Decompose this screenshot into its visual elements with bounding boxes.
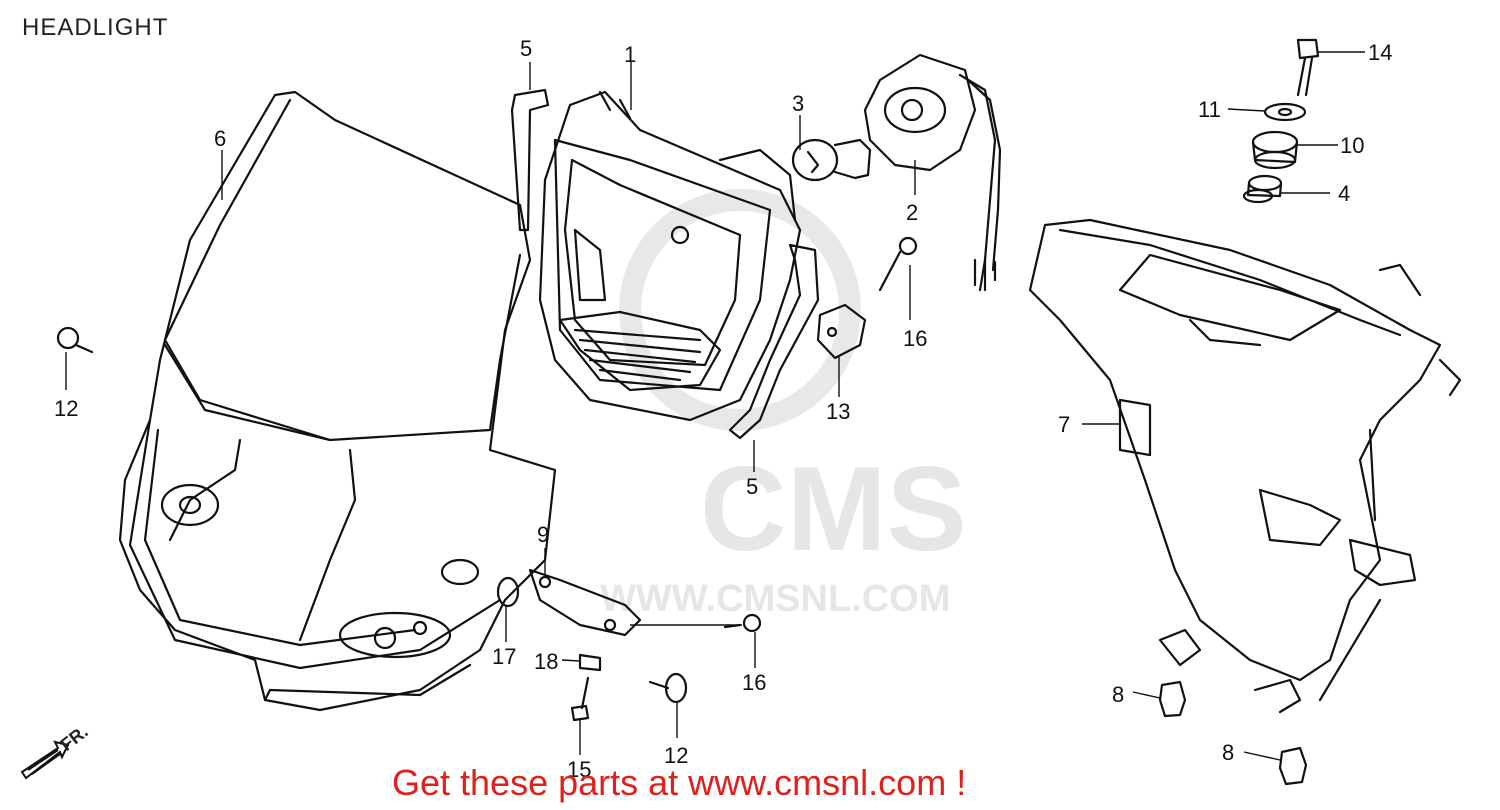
screw-12-left-part	[56, 326, 94, 354]
bolt-14-part	[1296, 38, 1320, 97]
collar-17-part	[496, 576, 520, 608]
part-label: 8	[1222, 740, 1235, 765]
part-label: 18	[534, 649, 559, 674]
collar-8-upper-part	[1158, 680, 1187, 718]
part-label: 14	[1368, 40, 1393, 65]
front-direction-arrow-icon	[20, 740, 70, 780]
part-label: 13	[826, 399, 851, 424]
grommet-10-part	[1251, 130, 1299, 170]
collar-8-lower-part	[1278, 746, 1308, 786]
part-label: 5	[520, 36, 533, 61]
bulb-socket-part	[863, 53, 1002, 292]
headlight-bracket-part	[816, 303, 867, 360]
promo-link[interactable]: Get these parts at www.cmsnl.com !	[392, 762, 967, 803]
part-label: 8	[1112, 682, 1125, 707]
part-label: 12	[54, 396, 79, 421]
mounting-plate-9-part	[528, 568, 642, 637]
part-label: 10	[1340, 133, 1365, 158]
part-label: 9	[537, 522, 550, 547]
part-label: 7	[1058, 412, 1071, 437]
screw-12-bottom-part	[648, 672, 688, 704]
part-label: 6	[214, 126, 227, 151]
part-label: 12	[664, 743, 689, 768]
part-label: 3	[792, 91, 805, 116]
part-label: 5	[746, 474, 759, 499]
part-label: 17	[492, 644, 517, 669]
bolt-15-part	[570, 676, 590, 722]
watermark-brand: CMS	[700, 442, 967, 576]
part-label: 1	[624, 42, 637, 67]
leader-lines	[65, 51, 1365, 761]
collar-4-part	[1242, 174, 1283, 204]
nut-18-part	[578, 653, 602, 672]
part-label: 16	[742, 670, 767, 695]
part-label: 16	[903, 326, 928, 351]
diagram-title: HEADLIGHT	[22, 14, 169, 41]
rubber-strip-upper-part	[510, 88, 550, 232]
headlight-unit-part	[538, 90, 802, 422]
rubber-strip-lower-part	[728, 243, 820, 440]
headlight-bulb-part	[791, 138, 872, 182]
headlight-case-part	[1028, 218, 1462, 714]
washer-11-part	[1263, 102, 1307, 122]
part-label: 2	[906, 200, 919, 225]
screw-16-lower-part	[723, 613, 762, 633]
part-label: 11	[1198, 97, 1221, 122]
watermark-url: WWW.CMSNL.COM	[600, 578, 951, 620]
part-label: 4	[1338, 181, 1351, 206]
screw-upper-part	[878, 236, 918, 292]
part-label: 15	[567, 757, 592, 782]
headlight-cowl-part	[118, 90, 557, 712]
